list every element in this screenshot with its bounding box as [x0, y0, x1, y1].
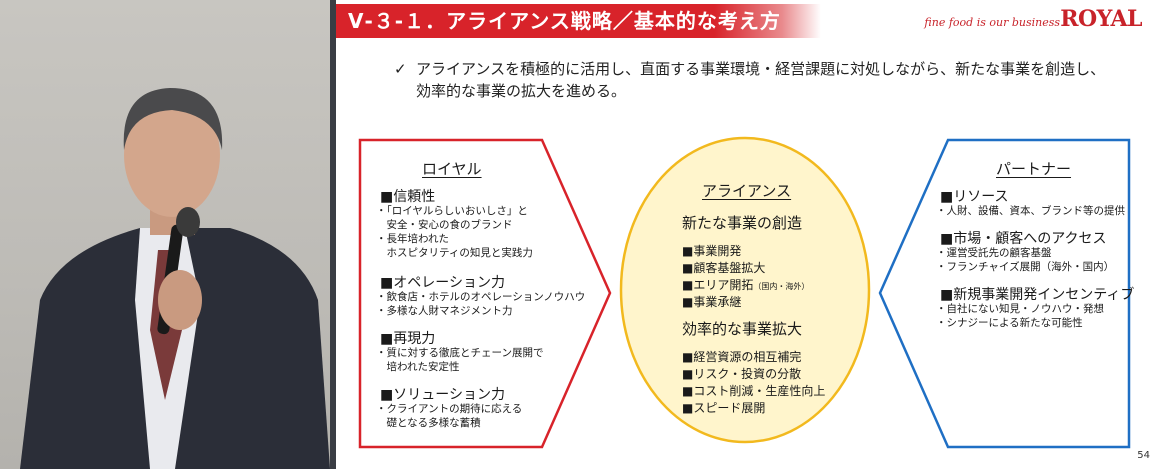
royal-logo: ROYAL [1060, 6, 1142, 32]
royal-item-line: ・質に対する徹底とチェーン展開で [376, 347, 544, 359]
alliance-ellipse-shape [619, 136, 871, 444]
royal-chevron-shape [358, 138, 612, 449]
partner-item-line: ・人財、設備、資本、ブランド等の提供 [936, 205, 1125, 217]
presentation-slide: Ⅴ-３-１．アライアンス戦略／基本的な考え方 fine food is our … [336, 0, 1156, 469]
slide-title: Ⅴ-３-１．アライアンス戦略／基本的な考え方 [348, 9, 781, 33]
alliance-list-item: ■事業開発 [682, 244, 742, 258]
partner-item-title: ■新規事業開発インセンティブ [940, 287, 1135, 303]
alliance-list-item-label: ■エリア開拓 [682, 278, 754, 292]
speaker-figure [20, 88, 330, 469]
alliance-list-item: ■顧客基盤拡大 [682, 261, 766, 275]
royal-item-title: ■ソリューション力 [380, 387, 505, 403]
royal-item-title: ■信頼性 [380, 189, 436, 205]
royal-item-title: ■オペレーション力 [380, 275, 505, 291]
summary-line-1: アライアンスを積極的に活用し、直面する事業環境・経営課題に対処しながら、新たな事… [416, 60, 1106, 78]
alliance-list-item-note: （国内・海外） [753, 282, 810, 291]
speaker-video [0, 0, 330, 469]
alliance-list-item: ■リスク・投資の分散 [682, 367, 802, 381]
check-icon: ✓ [394, 60, 407, 78]
partner-item-title: ■リソース [940, 189, 1009, 205]
royal-item-line: 培われた安定性 [376, 361, 460, 373]
royal-item-line: ・多様な人財マネジメント力 [376, 305, 513, 317]
partner-item-line: ・フランチャイズ展開（海外・国内） [936, 261, 1115, 273]
brand-tagline: fine food is our business [924, 16, 1060, 29]
alliance-list-item: ■スピード展開 [682, 401, 766, 415]
partner-item-title: ■市場・顧客へのアクセス [940, 231, 1107, 247]
royal-item-line: ・飲食店・ホテルのオペレーションノウハウ [376, 291, 586, 303]
royal-item-line: 礎となる多様な蓄積 [376, 417, 481, 429]
alliance-subheading-new-business: 新たな事業の創造 [682, 214, 803, 232]
partner-item-line: ・運営受託先の顧客基盤 [936, 247, 1052, 259]
alliance-list-item: ■コスト削減・生産性向上 [682, 384, 826, 398]
royal-item-title: ■再現力 [380, 331, 436, 347]
partner-item-line: ・自社にない知見・ノウハウ・発想 [936, 303, 1104, 315]
royal-item-line: ・長年培われた [376, 233, 449, 245]
alliance-subheading-efficient-expansion: 効率的な事業拡大 [682, 320, 803, 338]
title-bar: Ⅴ-３-１．アライアンス戦略／基本的な考え方 [336, 4, 821, 38]
royal-item-line: ホスピタリティの知見と実践力 [376, 247, 533, 259]
alliance-heading: アライアンス [702, 182, 792, 200]
royal-item-line: ・クライアントの期待に応える [376, 403, 523, 415]
partner-chevron-shape [878, 138, 1131, 449]
alliance-list-item: ■エリア開拓（国内・海外） [682, 278, 809, 294]
royal-item-line: ・「ロイヤルらしいおいしさ」と [376, 205, 528, 217]
alliance-list-item: ■経営資源の相互補完 [682, 350, 802, 364]
alliance-list-item: ■事業承継 [682, 295, 742, 309]
page-number: 54 [1137, 450, 1150, 461]
alliance-diagram [358, 136, 1131, 449]
summary-line-2: 効率的な事業の拡大を進める。 [416, 82, 627, 100]
royal-heading: ロイヤル [422, 160, 482, 178]
partner-item-line: ・シナジーによる新たな可能性 [936, 317, 1083, 329]
partner-heading: パートナー [996, 160, 1072, 178]
royal-item-line: 安全・安心の食のブランド [376, 219, 513, 231]
